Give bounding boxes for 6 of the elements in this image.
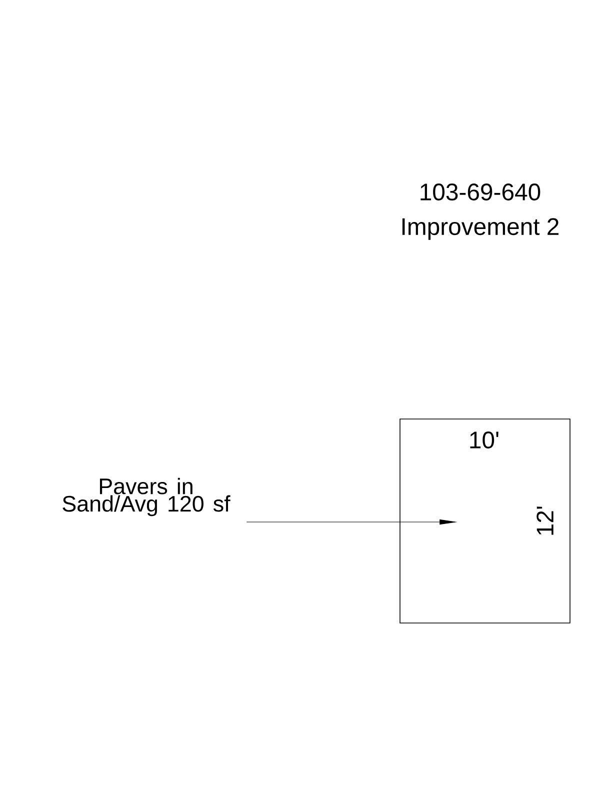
lot-number: 103-69-640: [420, 184, 540, 200]
plan-outline: [400, 418, 570, 624]
note-text: Pavers in Sand/Avg 120 sf: [62, 478, 230, 516]
dimension-label: 12': [536, 506, 554, 535]
dimension-label: 10': [470, 432, 498, 448]
improvement-label: Improvement 2: [402, 218, 558, 240]
